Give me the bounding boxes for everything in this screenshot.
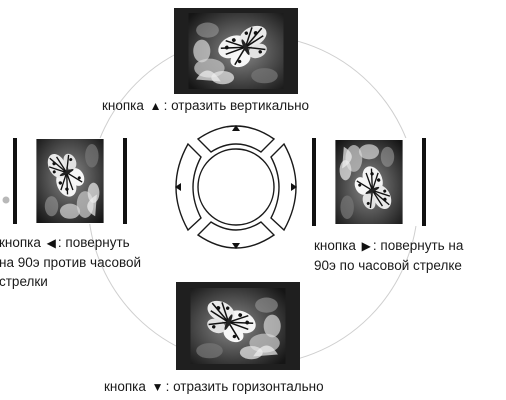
circle-marker-dot xyxy=(2,196,10,204)
photo-bottom xyxy=(176,282,300,370)
dpad-right-icon xyxy=(291,183,297,191)
up-triangle-icon: ▲ xyxy=(149,99,162,113)
dpad-right-button[interactable] xyxy=(270,142,297,232)
right-triangle-icon: ▶ xyxy=(361,239,371,253)
caption-bottom: кнопка ▼: отразить горизонтально xyxy=(104,377,324,397)
photo-right xyxy=(312,138,426,226)
dpad-left-button[interactable] xyxy=(175,142,202,232)
down-triangle-icon: ▼ xyxy=(151,380,164,394)
dpad-left-icon xyxy=(175,183,181,191)
caption-top: кнопка ▲: отразить вертикально xyxy=(102,96,309,116)
dpad-down-icon xyxy=(232,243,240,249)
photo-left xyxy=(13,138,127,224)
caption-left: кнопка ◀: повернуть на 90э против часово… xyxy=(0,235,142,289)
dpad-up-button[interactable] xyxy=(196,125,276,153)
direction-pad xyxy=(175,125,297,249)
dpad-up-icon xyxy=(232,125,240,131)
dpad-center-button[interactable] xyxy=(197,148,275,226)
left-triangle-icon: ◀ xyxy=(46,236,56,250)
dpad-arrows xyxy=(175,125,297,249)
photo-top xyxy=(174,8,298,94)
caption-right: кнопка ▶: повернуть на 90э по часовой ст… xyxy=(314,238,464,273)
dpad-down-button[interactable] xyxy=(196,221,276,249)
